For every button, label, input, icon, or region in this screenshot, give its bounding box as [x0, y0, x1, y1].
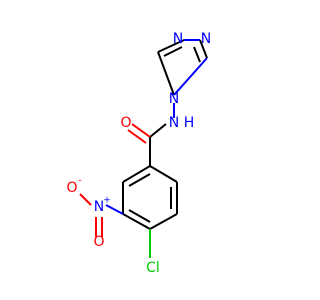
- atom-nitro-o-single: O: [66, 180, 77, 196]
- bond-ring-inner-b: [128, 209, 151, 223]
- atom-triazole-n4: N: [169, 91, 179, 107]
- atom-labels: N N N N H O N + O - O Cl: [66, 31, 211, 276]
- atom-chlorine: Cl: [146, 260, 160, 276]
- bond-c5-n4: [157, 51, 175, 96]
- atom-amide-n: N: [169, 115, 179, 131]
- bond-ring-inner-c: [128, 173, 151, 187]
- triazole-ring: [157, 39, 208, 96]
- bond-ring-6-1: [122, 165, 151, 183]
- bond-carbonyl-o-a: [131, 123, 151, 138]
- bond-nitro-n-o-single: [79, 193, 92, 206]
- bond-ring-1-2: [149, 165, 178, 183]
- atom-amide-h: H: [184, 115, 195, 131]
- bond-c3-n2-dbl-a: [199, 39, 208, 59]
- benzene-ring: [122, 165, 178, 230]
- charge-nitro-o: -: [78, 176, 81, 186]
- bond-carbonyl-o-b: [127, 129, 147, 144]
- atom-triazole-n1: N: [173, 31, 183, 47]
- bond-ring-nitro-n: [105, 204, 124, 215]
- bond-n1-c5-dbl-b: [163, 46, 183, 57]
- bond-ring-3-4: [149, 213, 178, 230]
- atom-carbonyl-o: O: [120, 115, 131, 131]
- bond-c3-n2-dbl-b: [193, 46, 201, 63]
- bond-n4-c3: [173, 57, 208, 96]
- chemical-structure-diagram: N N N N H O N + O - O Cl: [66, 31, 211, 276]
- charge-nitro-n: +: [103, 196, 111, 206]
- amide-linkage: [127, 103, 175, 166]
- nitro-group: [79, 193, 124, 237]
- bond-n1-c5-dbl-a: [157, 39, 185, 53]
- bond-nh-carbonyl-c: [149, 123, 167, 138]
- atom-nitro-o-double: O: [93, 234, 104, 250]
- atom-triazole-n2: N: [201, 31, 211, 47]
- bond-ring-4-5: [122, 213, 151, 230]
- atom-nitro-n: N: [94, 199, 104, 215]
